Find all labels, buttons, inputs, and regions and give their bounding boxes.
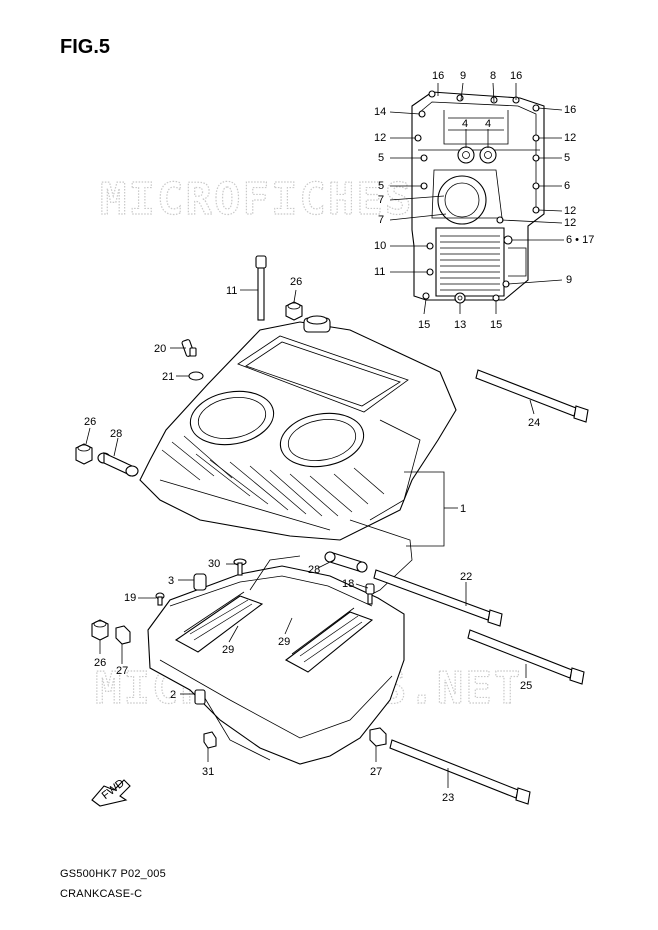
- part-code: GS500HK7 P02_005: [60, 868, 166, 880]
- callout-1: 1: [460, 503, 466, 515]
- callout-12: 12: [564, 217, 576, 229]
- assembly-name: CRANKCASE-C: [60, 888, 143, 900]
- callout-11: 11: [374, 266, 385, 278]
- callout-16: 16: [510, 70, 522, 82]
- callout-12: 12: [564, 205, 576, 217]
- screw-30: [233, 558, 247, 576]
- washer-27-left: [115, 625, 131, 645]
- nut-26-lower: [91, 619, 109, 641]
- callout-5: 5: [564, 152, 570, 164]
- callout-7: 7: [378, 194, 384, 206]
- lower-crankcase: [147, 555, 405, 765]
- sleeve-28-middle: [324, 551, 368, 573]
- fwd-arrow-icon: FWD: [91, 777, 131, 807]
- callout-14: 14: [374, 106, 386, 118]
- callout-19: 19: [124, 592, 136, 604]
- callout-11: 11: [226, 285, 237, 297]
- callout-7: 7: [378, 214, 384, 226]
- stud-bolt-11: [255, 255, 267, 321]
- callout-3: 3: [168, 575, 174, 587]
- callout-16: 16: [564, 104, 576, 116]
- callout-25: 25: [520, 680, 532, 692]
- fitting-20: [181, 339, 197, 357]
- upper-crankcase: [139, 315, 457, 601]
- bolt-24: [475, 369, 589, 423]
- callout-28: 28: [308, 564, 320, 576]
- bolt-22: [373, 569, 503, 627]
- callout-15: 15: [418, 319, 430, 331]
- bolt-25: [467, 629, 585, 685]
- callout-27: 27: [116, 665, 128, 677]
- callout-21: 21: [162, 371, 174, 383]
- callout-27: 27: [370, 766, 382, 778]
- oil-pan-inset: [411, 90, 545, 304]
- callout-16: 16: [432, 70, 444, 82]
- bolt-23: [389, 739, 531, 805]
- sleeve-28-left: [97, 452, 139, 477]
- callout-4: 4: [462, 118, 468, 130]
- callout-26: 26: [290, 276, 302, 288]
- plug-31: [203, 731, 217, 749]
- washer-27-right: [369, 727, 387, 747]
- callout-29: 29: [278, 636, 290, 648]
- callout-9: 9: [566, 274, 572, 286]
- callout-9: 9: [460, 70, 466, 82]
- callout-26: 26: [84, 416, 96, 428]
- callout-23: 23: [442, 792, 454, 804]
- main-leader-lines: [85, 289, 535, 788]
- callout-10: 10: [374, 240, 386, 252]
- callout-4: 4: [485, 118, 491, 130]
- bolt-19: [155, 592, 165, 606]
- callout-15: 15: [490, 319, 502, 331]
- callout-6: 6: [564, 180, 570, 192]
- callout-2: 2: [170, 689, 176, 701]
- inset-leader-lines: [389, 82, 564, 315]
- callout-12: 12: [374, 132, 386, 144]
- callout-5: 5: [378, 180, 384, 192]
- callout-12: 12: [564, 132, 576, 144]
- callout-18: 18: [342, 578, 354, 590]
- callout-29: 29: [222, 644, 234, 656]
- dowel-3: [193, 573, 207, 591]
- callout-22: 22: [460, 571, 472, 583]
- callout-26: 26: [94, 657, 106, 669]
- figure-title: FIG.5: [60, 36, 111, 58]
- o-ring-21: [188, 371, 204, 381]
- nut-26-upper: [285, 301, 303, 321]
- callout-24: 24: [528, 417, 540, 429]
- callout-20: 20: [154, 343, 166, 355]
- callout-30: 30: [208, 558, 220, 570]
- callout-6-17: 6 • 17: [566, 234, 594, 246]
- callout-28: 28: [110, 428, 122, 440]
- callout-8: 8: [490, 70, 496, 82]
- nut-26-left: [75, 443, 93, 465]
- callout-13: 13: [454, 319, 466, 331]
- callout-5: 5: [378, 152, 384, 164]
- bolt-18: [365, 583, 375, 605]
- callout-31: 31: [202, 766, 214, 778]
